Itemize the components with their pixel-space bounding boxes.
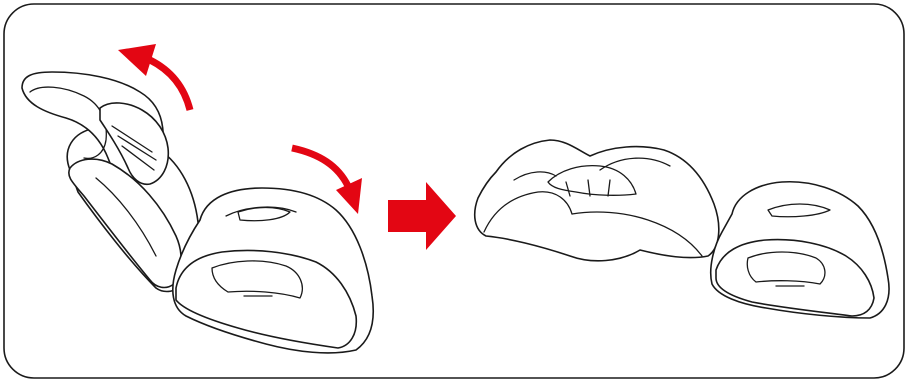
diagram-frame bbox=[0, 0, 908, 382]
seat-conversion-diagram bbox=[0, 0, 908, 382]
